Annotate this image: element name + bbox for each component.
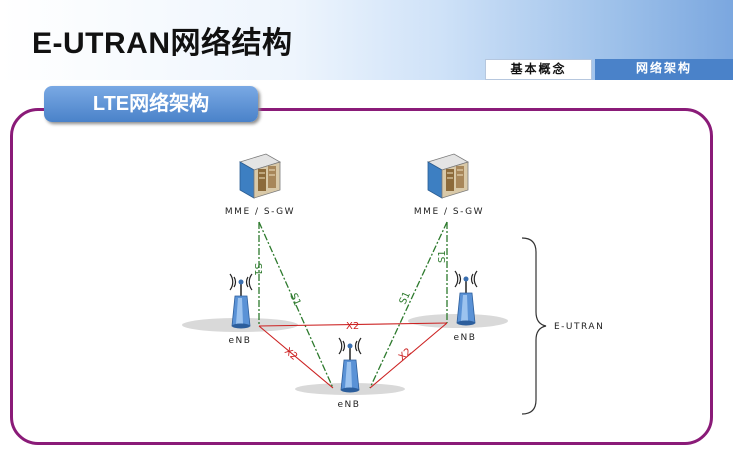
x2-links xyxy=(258,322,448,389)
s1-label-d: S1 xyxy=(398,290,413,306)
enb-right-antenna-icon xyxy=(454,270,478,326)
enb-bottom-label: eNB xyxy=(338,400,361,410)
mme-right-label: MME / S-GW xyxy=(414,207,484,217)
section-label: LTE网络架构 xyxy=(44,86,258,122)
enb-right-label: eNB xyxy=(454,333,477,343)
s1-link-mme-right-enb-bottom xyxy=(369,221,448,389)
s1-link-mme-left-enb-bottom xyxy=(258,221,334,389)
x2-top-label: X2 xyxy=(346,321,359,332)
tab-basic-concepts[interactable]: 基本概念 xyxy=(485,59,592,80)
eutran-label: E-UTRAN xyxy=(554,322,604,332)
enb-left-label: eNB xyxy=(229,336,252,346)
nav-bar: 基本概念 网络架构 xyxy=(485,59,733,80)
enb-bottom-antenna-icon xyxy=(338,337,362,393)
s1-label-b: S1 xyxy=(287,292,302,308)
s1-label-c: S1 xyxy=(437,250,448,263)
content-frame xyxy=(10,108,713,445)
tab-network-architecture[interactable]: 网络架构 xyxy=(595,59,733,80)
mme-right-server-icon xyxy=(426,153,470,199)
x2-right-label: X2 xyxy=(397,346,414,363)
s1-links xyxy=(258,221,448,389)
x2-link-right xyxy=(369,322,448,389)
header-banner: E-UTRAN网络结构 基本概念 网络架构 xyxy=(0,0,733,80)
s1-label-a: S1 xyxy=(252,263,263,276)
x2-left-label: X2 xyxy=(282,346,299,363)
enb-left-antenna-icon xyxy=(229,273,253,329)
x2-link-left xyxy=(258,325,334,389)
page-title: E-UTRAN网络结构 xyxy=(32,27,293,60)
eutran-brace xyxy=(521,237,547,415)
mme-left-label: MME / S-GW xyxy=(225,207,295,217)
mme-left-server-icon xyxy=(238,153,282,199)
x2-link-top xyxy=(258,322,448,327)
